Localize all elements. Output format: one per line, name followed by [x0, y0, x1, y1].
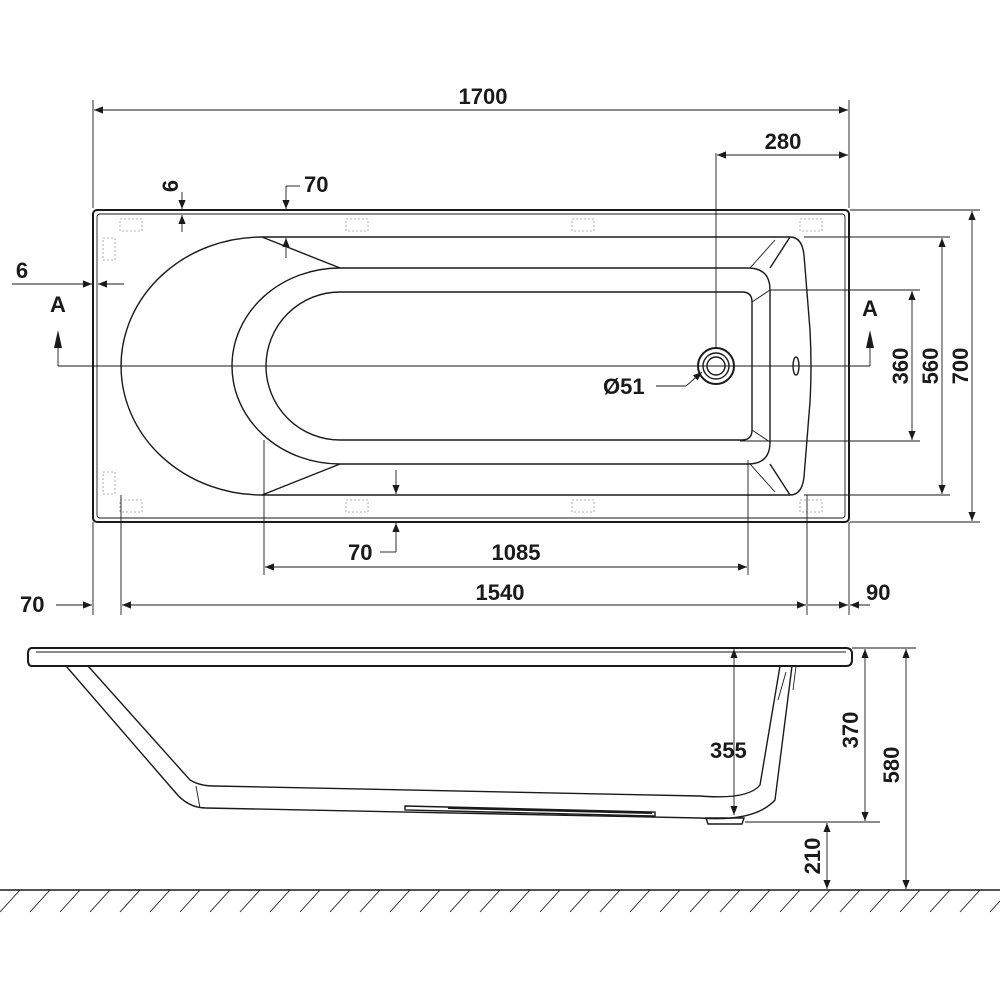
dim-depth-355: 355	[710, 738, 747, 763]
dim-rim-side-left: 6	[16, 258, 28, 283]
hatch-line	[749, 889, 771, 913]
plan-dimensions: 1700 280 6 70 6 A A 360	[12, 84, 980, 617]
hatch-line	[359, 889, 381, 913]
dim-inner-width: 560	[918, 348, 943, 385]
section-waste-fitting	[705, 817, 745, 825]
hatch-line	[839, 889, 861, 913]
hatch-line	[179, 889, 201, 913]
hatch-line	[389, 889, 411, 913]
dim-overall-height: 580	[879, 747, 904, 784]
hatch-line	[59, 889, 81, 913]
basin-floor	[265, 291, 753, 441]
dim-outlet-span: 360	[888, 348, 913, 385]
dim-overall-width: 700	[948, 348, 973, 385]
dim-waste-diameter: Ø51	[603, 374, 645, 399]
hatch-line	[989, 900, 1000, 913]
basin-outer-contour	[120, 236, 812, 496]
dim-rim-bottom: 70	[348, 540, 372, 565]
hatch-line	[299, 889, 321, 913]
mounting-feet	[102, 218, 823, 513]
hatch-line	[659, 889, 681, 913]
hatch-line	[809, 889, 831, 913]
section-backrest	[65, 665, 793, 820]
hatch-line	[569, 889, 591, 913]
dim-depth-370: 370	[838, 712, 863, 749]
hatch-line	[89, 889, 111, 913]
hatch-line	[599, 889, 621, 913]
hatch-line	[449, 889, 471, 913]
dim-floor-clearance: 210	[800, 838, 825, 875]
section-marker-left: A	[50, 292, 66, 317]
hatch-line	[869, 889, 891, 913]
dim-rim-thickness: 6	[158, 180, 183, 192]
hatch-line	[509, 889, 531, 913]
dim-waste-offset: 280	[765, 129, 802, 154]
floor-hatching	[0, 889, 1000, 913]
hatch-line	[269, 889, 291, 913]
section-view: 355 370 580 210	[27, 647, 916, 889]
section-base-plate	[404, 805, 656, 817]
hatch-line	[719, 889, 741, 913]
hatch-line	[929, 889, 951, 913]
dim-left-rim: 70	[20, 592, 44, 617]
hatch-line	[539, 889, 561, 913]
section-rim	[27, 647, 853, 667]
hatch-line	[779, 889, 801, 913]
dim-base-length: 1085	[492, 540, 541, 565]
hatch-line	[479, 889, 501, 913]
hatch-line	[689, 889, 711, 913]
hatch-line	[0, 889, 21, 913]
hatch-line	[209, 889, 231, 913]
dim-right-rim: 90	[866, 580, 890, 605]
hatch-line	[899, 889, 921, 913]
hatch-line	[329, 889, 351, 913]
hatch-line	[239, 889, 261, 913]
hatch-line	[29, 889, 51, 913]
hatch-line	[629, 889, 651, 913]
hatch-line	[419, 889, 441, 913]
dim-rim-top: 70	[304, 172, 328, 197]
hatch-line	[119, 889, 141, 913]
hatch-line	[959, 889, 981, 913]
hatch-line	[149, 889, 171, 913]
section-marker-right: A	[862, 296, 878, 321]
dim-overall-length: 1700	[459, 84, 508, 109]
dim-inner-length: 1540	[476, 580, 525, 605]
